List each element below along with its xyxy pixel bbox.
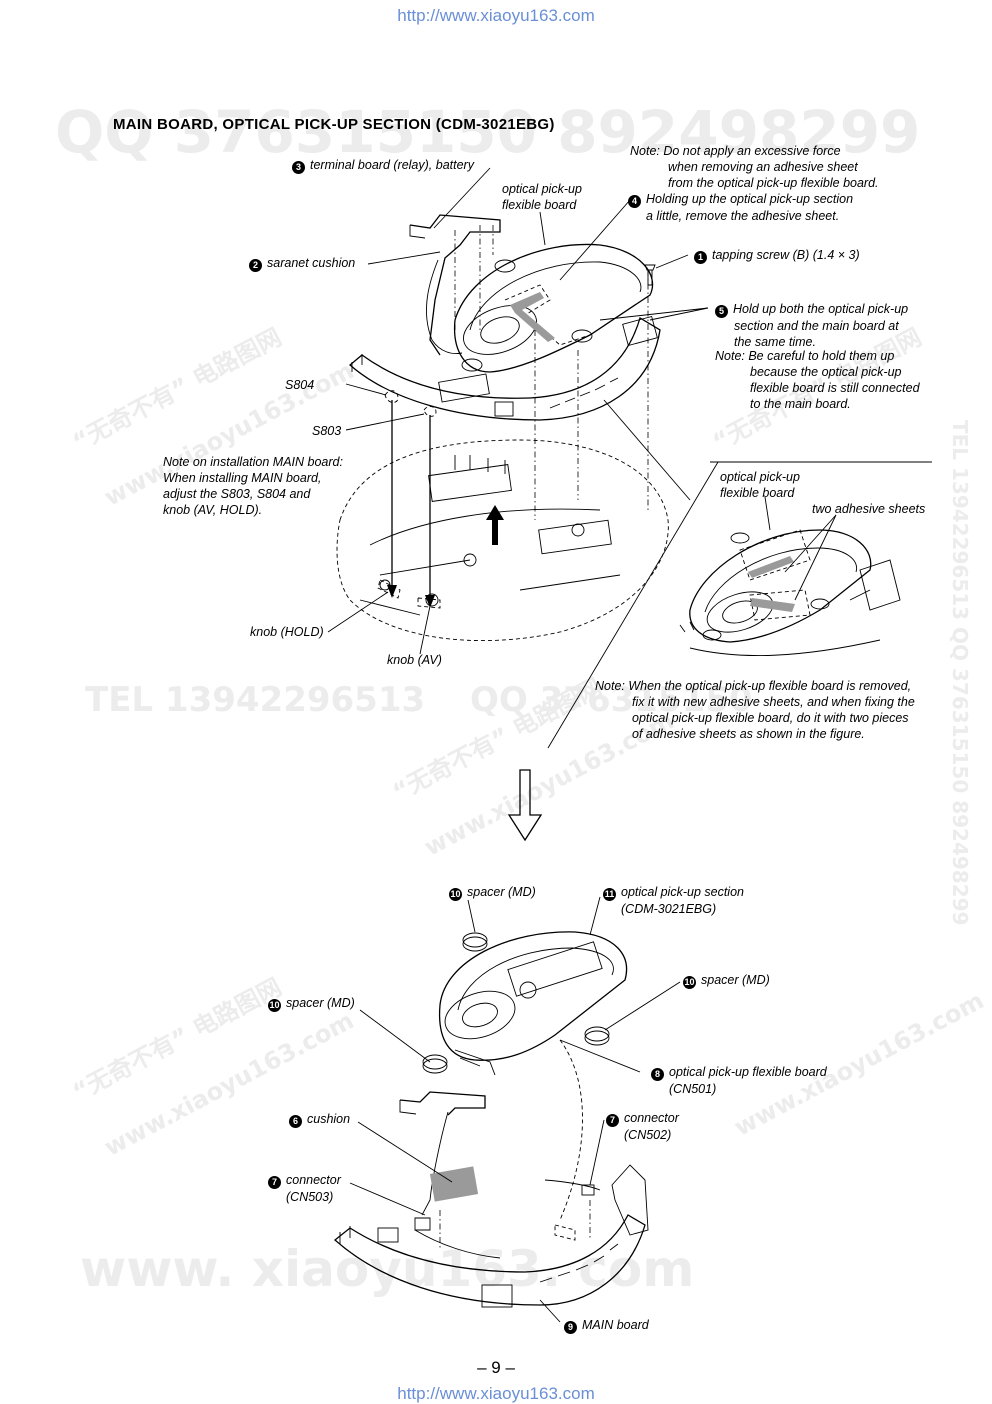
label-text: (CDM-3021EBG): [621, 902, 717, 916]
note-line: optical pick-up flexible board, do it wi…: [632, 711, 909, 725]
note-flex-removed: Note: When the optical pick-up flexible …: [595, 678, 915, 742]
step-7-icon: 7: [268, 1176, 281, 1189]
optical-pickup-top: [453, 243, 654, 373]
label-cushion: 6 cushion: [289, 1111, 350, 1128]
label-optical-flex-inset: optical pick-up flexible board: [720, 469, 800, 501]
label-optical-flex-cn501: 8 optical pick-up flexible board (CN501): [651, 1064, 827, 1097]
label-optical-flex-top: optical pick-up flexible board: [502, 181, 582, 213]
note-line: When installing MAIN board,: [163, 471, 322, 485]
step-7-icon: 7: [606, 1114, 619, 1127]
step-2-icon: 2: [249, 259, 262, 272]
label-text: optical pick-up: [502, 182, 582, 196]
label-text: a little, remove the adhesive sheet.: [646, 209, 840, 223]
note-line: adjust the S803, S804 and: [163, 487, 311, 501]
main-board-top: [348, 317, 661, 421]
note-line: knob (AV, HOLD).: [163, 503, 263, 517]
footer-url-link[interactable]: http://www.xiaoyu163.com: [397, 1384, 595, 1403]
note-line: because the optical pick-up: [750, 365, 902, 379]
label-two-adhesive: two adhesive sheets: [812, 502, 926, 516]
label-s804: S804: [285, 378, 315, 392]
label-text: tapping screw (B) (1.4 × 3): [712, 248, 860, 262]
label-text: spacer (MD): [701, 973, 770, 987]
step-6-icon: 6: [289, 1115, 302, 1128]
page-number: – 9 –: [477, 1358, 515, 1377]
step-8-icon: 8: [651, 1068, 664, 1081]
label-spacer-md-left: 10 spacer (MD): [268, 995, 355, 1012]
note-adhesive-force: Note: Do not apply an excessive force wh…: [630, 143, 879, 191]
label-text: spacer (MD): [467, 885, 536, 899]
step-4-icon: 4: [628, 195, 641, 208]
tapping-screw-icon: [644, 264, 656, 286]
down-arrow-icon: [507, 769, 543, 842]
up-arrow-icon: [486, 505, 504, 545]
label-optical-pickup-section: 11 optical pick-up section (CDM-3021EBG): [603, 884, 744, 917]
label-text: MAIN board: [582, 1318, 649, 1332]
label-knob-av: knob (AV): [387, 653, 442, 667]
step-10-icon: 10: [449, 888, 462, 901]
label-tapping-screw: 1 tapping screw (B) (1.4 × 3): [694, 247, 860, 264]
label-text: (CN503): [286, 1190, 334, 1204]
note-line: Note: Be careful to hold them up: [715, 349, 895, 363]
note-install-main-board: Note on installation MAIN board: When in…: [163, 454, 343, 518]
label-text: optical pick-up section: [621, 885, 744, 899]
note-line: from the optical pick-up flexible board.: [668, 176, 879, 190]
inset-pickup: [689, 529, 872, 643]
cushion-pad: [429, 1166, 479, 1202]
page-title: MAIN BOARD, OPTICAL PICK-UP SECTION (CDM…: [113, 116, 555, 133]
label-text: optical pick-up flexible board: [669, 1065, 827, 1079]
label-text: section and the main board at: [734, 319, 899, 333]
label-text: terminal board (relay), battery: [310, 158, 474, 172]
note-line: flexible board is still connected: [750, 381, 920, 395]
label-text: optical pick-up: [720, 470, 800, 484]
label-text: (CN501): [669, 1082, 717, 1096]
note-line: Note on installation MAIN board:: [163, 455, 343, 469]
label-saranet-cushion: 2 saranet cushion: [249, 255, 355, 272]
step-11-icon: 11: [603, 888, 616, 901]
label-text: flexible board: [502, 198, 577, 212]
label-text: connector: [624, 1111, 679, 1125]
label-hold-up-both: 5 Hold up both the optical pick-up sectio…: [715, 301, 908, 350]
step-9-icon: 9: [564, 1321, 577, 1334]
step-5-icon: 5: [715, 305, 728, 318]
label-connector-cn502: 7 connector (CN502): [606, 1110, 679, 1143]
label-text: connector: [286, 1173, 341, 1187]
label-connector-cn503: 7 connector (CN503): [268, 1172, 341, 1205]
terminal-board-relay: [409, 214, 501, 356]
note-line: Note: Do not apply an excessive force: [630, 144, 841, 158]
label-s803: S803: [312, 424, 342, 438]
note-line: of adhesive sheets as shown in the figur…: [632, 727, 865, 741]
label-text: saranet cushion: [267, 256, 356, 270]
label-text: Hold up both the optical pick-up: [733, 302, 909, 316]
main-board-bottom: [333, 1214, 646, 1306]
note-line: to the main board.: [750, 397, 851, 411]
chassis-outline: [336, 439, 669, 642]
step-10-icon: 10: [683, 976, 696, 989]
note-careful-hold: Note: Be careful to hold them up because…: [715, 348, 920, 412]
label-text: cushion: [307, 1112, 351, 1126]
header-url-link[interactable]: http://www.xiaoyu163.com: [397, 6, 595, 25]
note-line: fix it with new adhesive sheets, and whe…: [632, 695, 915, 709]
label-text: Holding up the optical pick-up section: [646, 192, 854, 206]
label-knob-hold: knob (HOLD): [250, 625, 324, 639]
note-line: when removing an adhesive sheet: [668, 160, 858, 174]
label-text: the same time.: [734, 335, 816, 349]
label-main-board: 9 MAIN board: [564, 1317, 649, 1334]
step-1-icon: 1: [694, 251, 707, 264]
label-spacer-md-right: 10 spacer (MD): [683, 972, 770, 989]
label-text: spacer (MD): [286, 996, 355, 1010]
label-terminal-board: 3 terminal board (relay), battery: [292, 157, 474, 174]
optical-pickup-bottom: [438, 931, 628, 1061]
step-10-icon: 10: [268, 999, 281, 1012]
label-text: (CN502): [624, 1128, 672, 1142]
label-text: flexible board: [720, 486, 795, 500]
step-3-icon: 3: [292, 161, 305, 174]
label-spacer-md-top: 10 spacer (MD): [449, 884, 536, 901]
note-line: Note: When the optical pick-up flexible …: [595, 679, 912, 693]
